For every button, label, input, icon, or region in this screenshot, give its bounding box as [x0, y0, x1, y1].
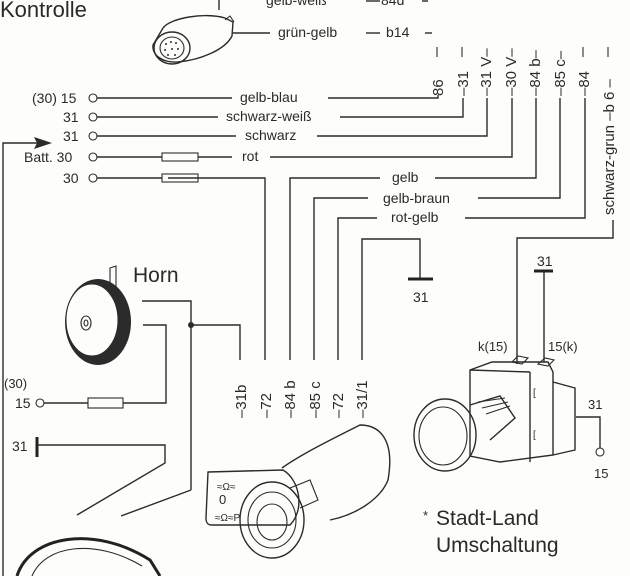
left-terminals: (30) 15 gelb-blau 31 schwarz-weiß 31 sch… — [24, 89, 513, 360]
switch-pin-label: –31b — [233, 385, 250, 418]
wire-color: rot-gelb — [391, 209, 439, 225]
horn: Horn (30) 15 31 — [4, 264, 241, 517]
caption-line1: Stadt-Land — [436, 507, 539, 530]
wire-color: rot — [242, 148, 258, 164]
terminal-label: 30 — [63, 170, 79, 186]
mid-wires: gelb gelb-braun rot-gelb 31 — [289, 98, 614, 360]
kontrolle-lamp — [152, 0, 270, 65]
switch-position-label: 0 — [219, 492, 226, 507]
terminal-label: (30) 15 — [32, 90, 77, 106]
column-switch: ≈Ω≈ 0 ≈Ω≈P — [205, 424, 391, 559]
terminal-label: 31 — [63, 109, 79, 125]
pin-label: schwarz-grun –b 6 – — [601, 78, 618, 215]
ground-label: 31 — [413, 289, 429, 305]
switch-pin-label: –72 — [330, 393, 347, 418]
terminal-circle — [88, 93, 98, 103]
terminal-circle — [595, 447, 605, 457]
relay-side-terminal: 31 — [588, 397, 602, 412]
switch-knob — [413, 398, 477, 472]
switch-pin-label: –72 — [258, 393, 275, 418]
terminal-label: 31 — [63, 128, 79, 144]
wire-color: gelb-blau — [240, 89, 298, 105]
svg-text:≈Ω≈P: ≈Ω≈P — [215, 513, 240, 524]
pin-label: –85 c– — [552, 50, 569, 96]
arrow-icon — [34, 137, 52, 149]
pin-label: 86 — [430, 79, 447, 96]
horn-ground-label: 31 — [12, 438, 28, 454]
kontrolle-wire-color: gelb-weiß — [266, 0, 327, 8]
terminal-circle — [88, 112, 98, 122]
svg-text:≈Ω≈: ≈Ω≈ — [217, 482, 236, 493]
pin-label: –30 V– — [503, 48, 520, 96]
switch-pin-label: –84 b — [282, 380, 299, 418]
pin-label: –31 — [455, 71, 472, 96]
caption-asterisk: * — [423, 508, 428, 523]
horn-label: Horn — [133, 264, 179, 287]
relay-pin-right: 15(k) — [548, 339, 578, 354]
terminal-circle — [88, 131, 98, 141]
fuse — [87, 397, 124, 409]
battery-feed — [2, 137, 52, 576]
relay-side-bottom: 15 — [594, 466, 608, 481]
horn-supply-terminal: 15 — [15, 395, 31, 411]
relay-pin-left: k(15) — [478, 339, 508, 354]
top-connector: 86 –31 –31 V– –30 V– –84 b– –85 c– –84 s… — [430, 48, 618, 215]
wire-color: schwarz-weiß — [226, 108, 312, 124]
pin-label: –31 V– — [478, 48, 495, 96]
terminal-label: Batt. 30 — [24, 149, 72, 165]
pin-label: –84 b– — [527, 49, 544, 96]
steering-wheel — [15, 537, 162, 576]
horn-supply-label: (30) — [4, 376, 27, 391]
caption-line2: Umschaltung — [436, 534, 559, 557]
wire-color: gelb-braun — [383, 190, 450, 206]
kontrolle-wire-terminal: b14 — [386, 24, 410, 40]
switch-pins: –31b –72 –84 b –85 c –72 –31/1 — [233, 380, 371, 418]
wire-color: schwarz — [245, 127, 296, 143]
connector-ticks — [436, 47, 609, 57]
terminal-circle — [88, 173, 98, 183]
svg-text:[: [ — [533, 430, 536, 441]
switch-pin-label: –85 c — [307, 381, 324, 418]
kontrolle-wire-terminal: 84d — [381, 0, 404, 8]
pin-label: –84 — [576, 71, 593, 96]
kontrolle-title: Kontrolle — [0, 0, 87, 22]
kontrolle-wire-color: grün-gelb — [278, 24, 337, 40]
relay-ground-label: 31 — [537, 253, 553, 269]
terminal-circle — [35, 398, 45, 408]
svg-text:[: [ — [533, 388, 536, 399]
fuse — [161, 152, 199, 162]
relay-switch: k(15) 15(k) 31 [ [ 31 15 — [413, 253, 608, 481]
terminal-circle — [88, 152, 98, 162]
caption: * Stadt-Land Umschaltung — [423, 507, 559, 557]
wire-color: gelb — [392, 169, 419, 185]
switch-pin-label: –31/1 — [354, 380, 371, 418]
